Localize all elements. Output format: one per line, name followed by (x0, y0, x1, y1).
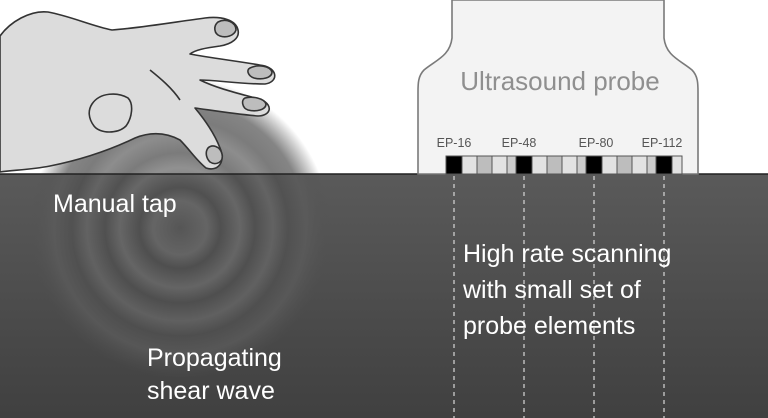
shear-wave-label: Propagating shear wave (147, 342, 282, 408)
scanning-label-line: with small set of (463, 276, 641, 304)
scanning-label-line: High rate scanning (463, 240, 672, 268)
scanning-label: High rate scanning with small set of pro… (463, 236, 671, 344)
probe-element-ep16 (445, 155, 463, 175)
probe-element-label-ep48: EP-48 (501, 136, 537, 150)
probe-element-ep112 (655, 155, 673, 175)
probe-element-label-ep80: EP-80 (578, 136, 614, 150)
probe-element-ep80 (585, 155, 603, 175)
ultrasound-probe-body (417, 0, 699, 175)
probe-element-array (445, 155, 683, 175)
probe-element-ep48 (515, 155, 533, 175)
hand-illustration (0, 11, 276, 173)
shear-wave-ripples (30, 78, 330, 378)
probe-element-label-ep112: EP-112 (641, 136, 683, 150)
shear-wave-label-line: shear wave (147, 377, 275, 405)
scan-lines (453, 176, 665, 418)
shear-wave-label-line: Propagating (147, 344, 282, 372)
scanning-label-line: probe elements (463, 312, 636, 340)
manual-tap-label: Manual tap (53, 190, 177, 218)
probe-element-label-ep16: EP-16 (436, 136, 472, 150)
probe-title: Ultrasound probe (460, 66, 660, 96)
